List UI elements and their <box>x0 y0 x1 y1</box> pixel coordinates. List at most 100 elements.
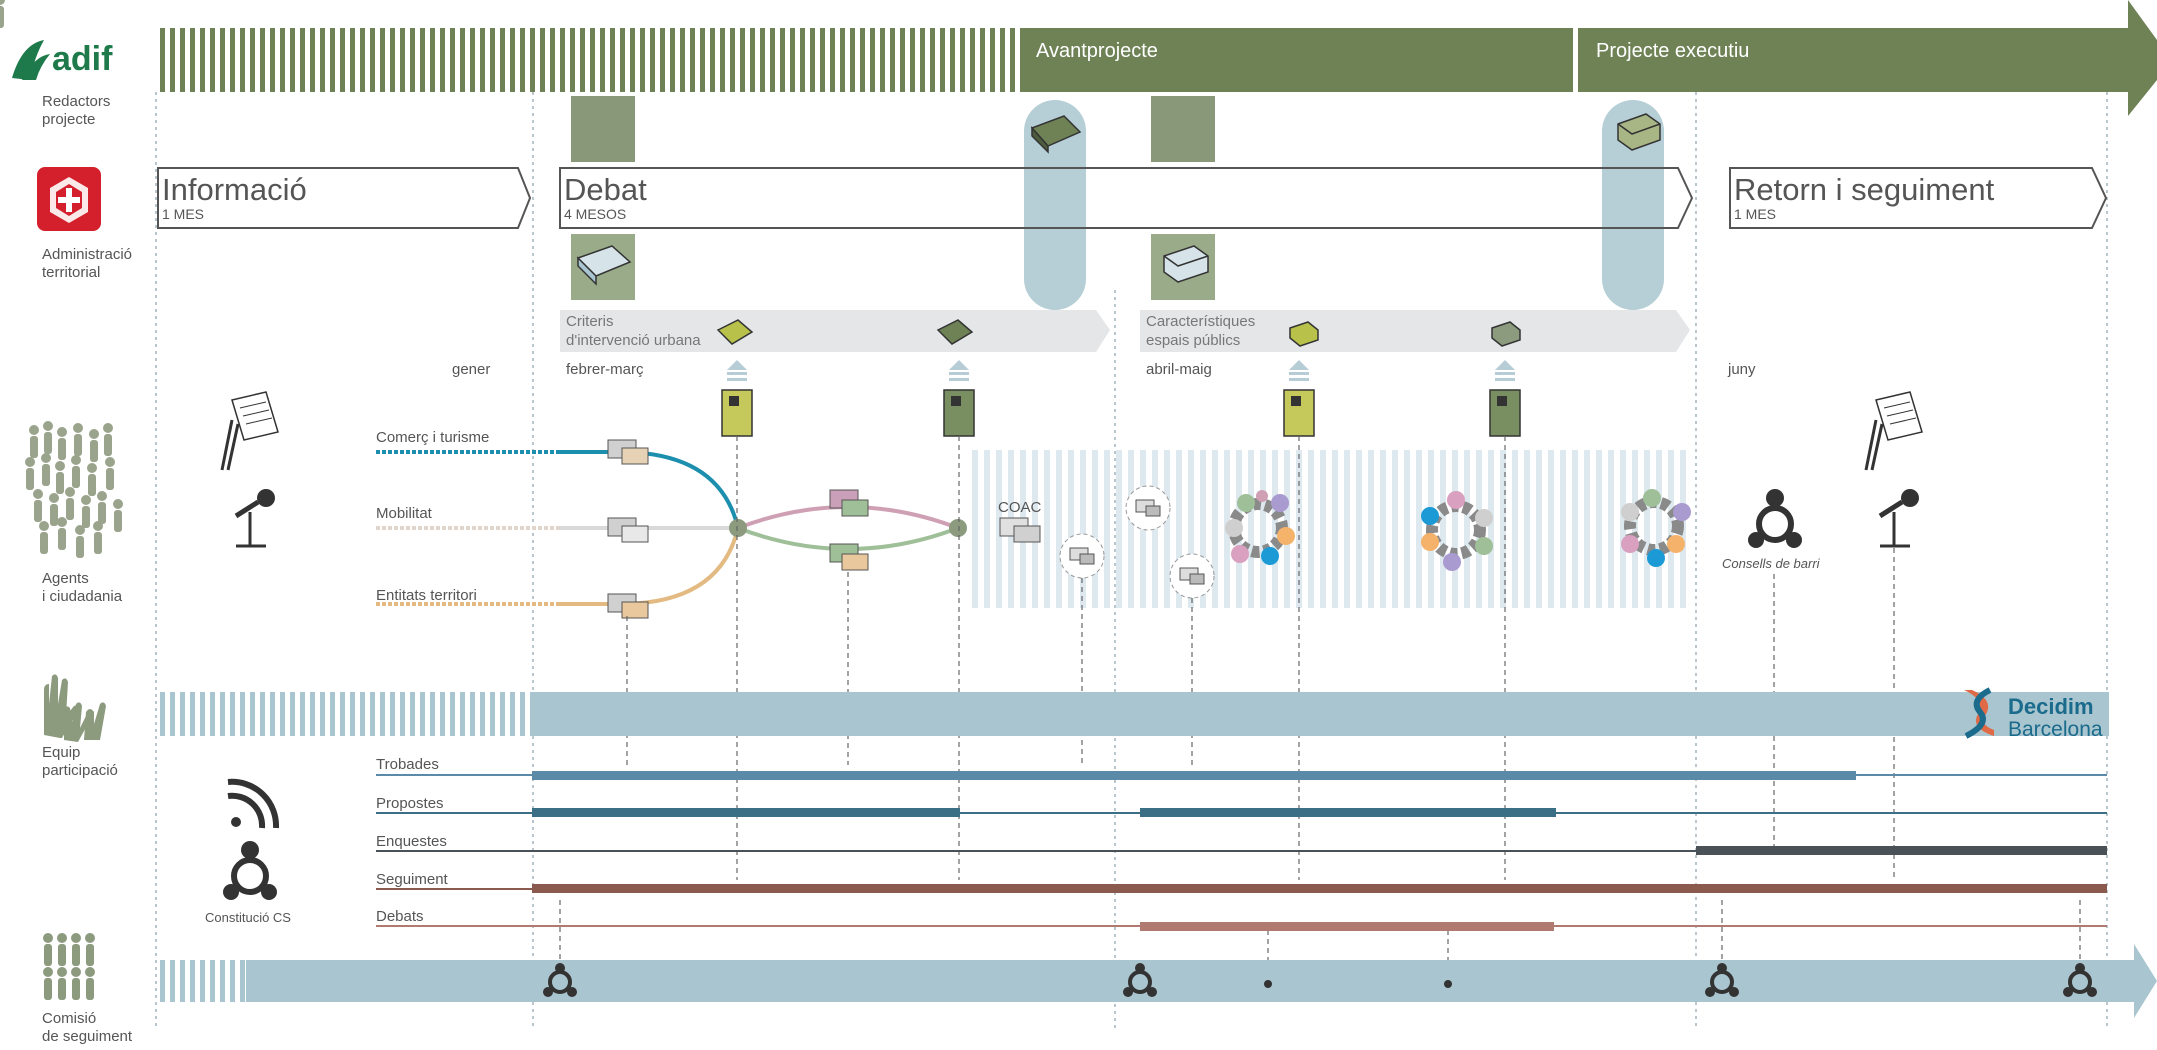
actor-administracio: Administració territorial <box>42 246 136 281</box>
subphase-criteris-line1: Criteris <box>566 313 614 330</box>
document-icon <box>220 391 279 471</box>
book-icon <box>576 245 632 286</box>
channels: Trobades Propostes Enquestes Seguiment D… <box>376 756 2107 931</box>
rss-icon <box>227 778 280 829</box>
barcelona-seal <box>37 167 101 231</box>
phase-informacio-duration: 1 MES <box>162 206 204 222</box>
flow-node <box>729 519 747 537</box>
community-icon <box>1705 963 1739 997</box>
document-icon <box>1864 391 1923 471</box>
month-juny: juny <box>1727 361 1756 378</box>
phase-debat-duration: 4 MESOS <box>564 206 626 222</box>
phase-debat: Debat 4 MESOS <box>559 167 1694 229</box>
microphone-icon <box>234 489 275 548</box>
actor-redactors-line1: Redactors <box>42 93 110 110</box>
building-icon <box>1289 321 1319 347</box>
subphase-criteris-line2: d'intervenció urbana <box>566 332 701 349</box>
community-icon <box>1748 489 1802 548</box>
equip-band <box>532 692 2109 736</box>
coac-label: COAC <box>998 499 1042 516</box>
phase-retorn: Retorn i seguiment 1 MES <box>1729 167 2108 229</box>
phase-informacio-title: Informació <box>162 172 307 207</box>
actor-equip: Equip participació <box>42 744 118 779</box>
channel-seguiment: Seguiment <box>376 871 449 888</box>
debate-activity-zone <box>968 450 1692 608</box>
subphase-caracteristiques-label: Característiques espais públics <box>1146 313 1259 349</box>
hands-icon <box>44 674 106 742</box>
comissio-dot <box>1444 980 1452 988</box>
project-prework-stripes <box>155 28 1017 92</box>
people-icon <box>0 0 123 558</box>
actor-comissio-line1: Comisió <box>42 1010 96 1027</box>
channel-trobades: Trobades <box>376 756 439 773</box>
avantprojecte-capsule <box>1024 100 1086 310</box>
subphase-caracteristiques-arrow <box>1140 310 1690 352</box>
consells-label: Consells de barri <box>1722 556 1821 571</box>
actor-equip-line1: Equip <box>42 744 80 761</box>
actor-agents: Agents i ciudadania <box>42 570 123 605</box>
speech-bubble-icon <box>829 489 869 517</box>
actor-administracio-line2: territorial <box>42 264 100 281</box>
phase-retorn-title: Retorn i seguiment <box>1734 172 1995 207</box>
decidim-logo: Decidim Barcelona <box>1964 687 2103 741</box>
actor-comissio-line2: de seguiment <box>42 1028 133 1045</box>
month-gener: gener <box>452 361 490 378</box>
month-abril: abril-maig <box>1146 361 1212 378</box>
gear-network-icon <box>1621 489 1691 567</box>
speech-bubble-icon <box>607 517 649 543</box>
building-icon <box>1163 245 1209 283</box>
speech-bubble-icon <box>829 543 869 571</box>
flow-node <box>949 519 967 537</box>
timeline-guides <box>155 92 2108 1030</box>
constitucio-label: Constitució CS <box>205 910 291 925</box>
actor-administracio-line1: Administració <box>42 246 132 263</box>
executiu-label: Projecte executiu <box>1596 40 1749 62</box>
comissio-dot <box>1264 980 1272 988</box>
speech-bubble-icon <box>1169 553 1215 599</box>
speech-bubble-icon <box>1125 485 1171 531</box>
speech-bubble-icon <box>607 439 649 465</box>
executiu-capsule <box>1602 100 1664 310</box>
microphone-icon <box>1878 489 1919 548</box>
phase-debat-title: Debat <box>564 172 647 207</box>
month-febrer: febrer-març <box>566 361 644 378</box>
actor-agents-line2: i ciudadania <box>42 588 123 605</box>
theme-flows <box>376 450 959 606</box>
decidim-line2: Barcelona <box>2008 718 2103 741</box>
channel-enquestes: Enquestes <box>376 833 447 850</box>
subphase-criteris-label: Criteris d'intervenció urbana <box>566 313 701 349</box>
adif-wordmark: adif <box>52 40 113 78</box>
subphase-caracteristiques-line1: Característiques <box>1146 313 1255 330</box>
comissio-band <box>246 944 2157 1018</box>
equip-stripes <box>160 692 532 736</box>
community-icon <box>223 841 277 900</box>
avantprojecte-label: Avantprojecte <box>1036 40 1158 62</box>
event-connectors <box>559 436 2081 982</box>
speech-bubble-icon <box>607 593 649 619</box>
decidim-line1: Decidim <box>2008 694 2094 719</box>
subphase-criteris-arrow <box>560 310 1110 352</box>
executiu-band <box>1578 0 2157 116</box>
actor-redactors: Redactors projecte <box>42 93 115 128</box>
document-markers <box>721 360 1521 437</box>
comissio-stripes <box>158 960 248 1002</box>
actor-redactors-line2: projecte <box>42 111 95 128</box>
olive-block <box>1151 96 1215 162</box>
comissio-meetings <box>543 963 2097 997</box>
people-small-icon <box>43 933 95 1000</box>
book-icon <box>936 319 974 345</box>
avantprojecte-band <box>1020 28 1573 92</box>
actor-equip-line2: participació <box>42 762 118 779</box>
channel-debats: Debats <box>376 908 424 925</box>
adif-logo: adif <box>12 40 113 80</box>
theme-mobilitat: Mobilitat <box>376 505 433 522</box>
community-icon <box>2063 963 2097 997</box>
book-icon <box>1030 115 1082 154</box>
phase-informacio: Informació 1 MES <box>157 167 532 229</box>
gear-network-icon <box>1225 490 1295 565</box>
phase-retorn-duration: 1 MES <box>1734 206 1776 222</box>
speech-bubble-icon <box>999 517 1041 543</box>
actor-comissio: Comisió de seguiment <box>42 1010 133 1045</box>
gear-network-icon <box>1421 491 1493 571</box>
